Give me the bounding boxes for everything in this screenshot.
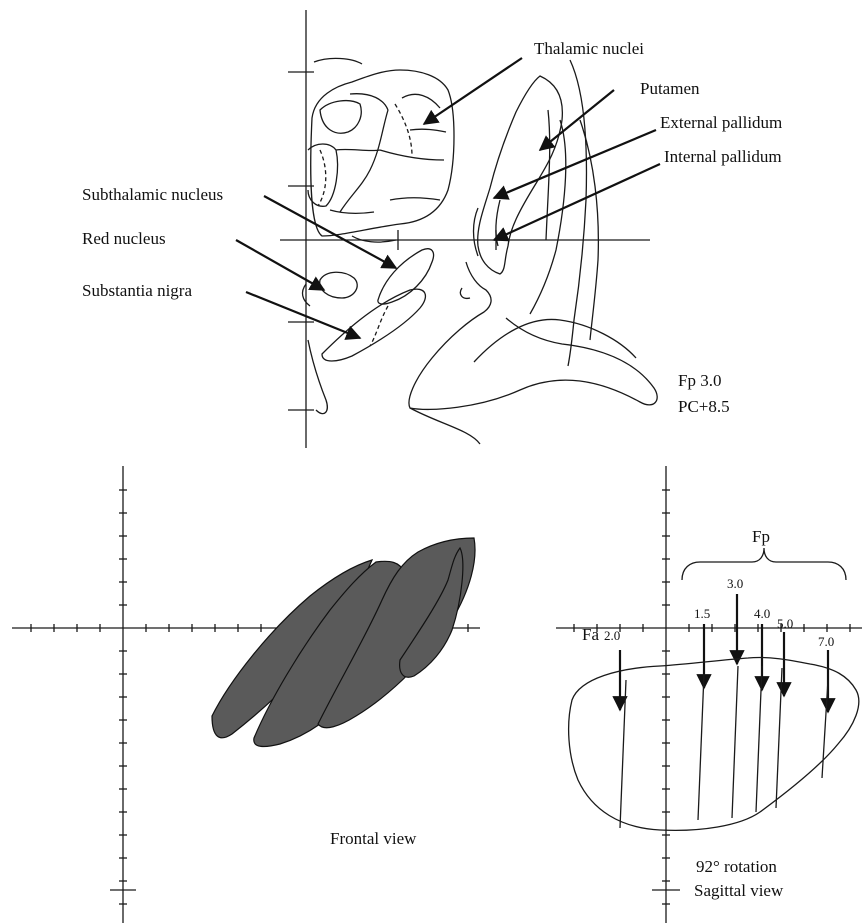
fp-value-3: 4.0 (754, 606, 770, 621)
fa-label: Fa (582, 625, 599, 644)
fp-value-5: 7.0 (818, 634, 834, 649)
coordinate-pc: PC+8.5 (678, 397, 730, 416)
label-internal-pallidum: Internal pallidum (664, 147, 782, 166)
sagittal-caption-view: Sagittal view (694, 881, 784, 900)
label-subthalamic-nucleus: Subthalamic nucleus (82, 185, 223, 204)
sagittal-view-section: Fp Fa 2.0 1.5 3.0 4.0 5.0 7.0 92° rotati… (556, 466, 862, 923)
thalamus-outline (308, 58, 454, 242)
frontal-view-section: Frontal view (12, 466, 480, 923)
frontal-view-caption: Frontal view (330, 829, 417, 848)
lentiform-outline (474, 60, 599, 366)
fp-bracket-label: Fp (752, 527, 770, 546)
fa-value: 2.0 (604, 628, 620, 643)
fp-value-4: 5.0 (777, 616, 793, 631)
label-external-pallidum: External pallidum (660, 113, 782, 132)
frontal-fiber-bundle (212, 538, 475, 746)
fp-value-2: 3.0 (727, 576, 743, 591)
sagittal-caption-rotation: 92° rotation (696, 857, 777, 876)
label-red-nucleus: Red nucleus (82, 229, 166, 248)
sagittal-outline (569, 657, 859, 830)
sagittal-axes (556, 466, 862, 923)
label-putamen: Putamen (640, 79, 700, 98)
sagittal-slice-lines (620, 666, 828, 828)
label-thalamic-nuclei: Thalamic nuclei (534, 39, 644, 58)
label-substantia-nigra: Substantia nigra (82, 281, 192, 300)
red-nucleus-shape (320, 272, 357, 298)
atlas-section: Thalamic nuclei Putamen External pallidu… (82, 10, 782, 448)
substantia-nigra-shape (322, 289, 425, 361)
fp-bracket (682, 548, 846, 580)
fp-value-1: 1.5 (694, 606, 710, 621)
coordinate-fp: Fp 3.0 (678, 371, 721, 390)
